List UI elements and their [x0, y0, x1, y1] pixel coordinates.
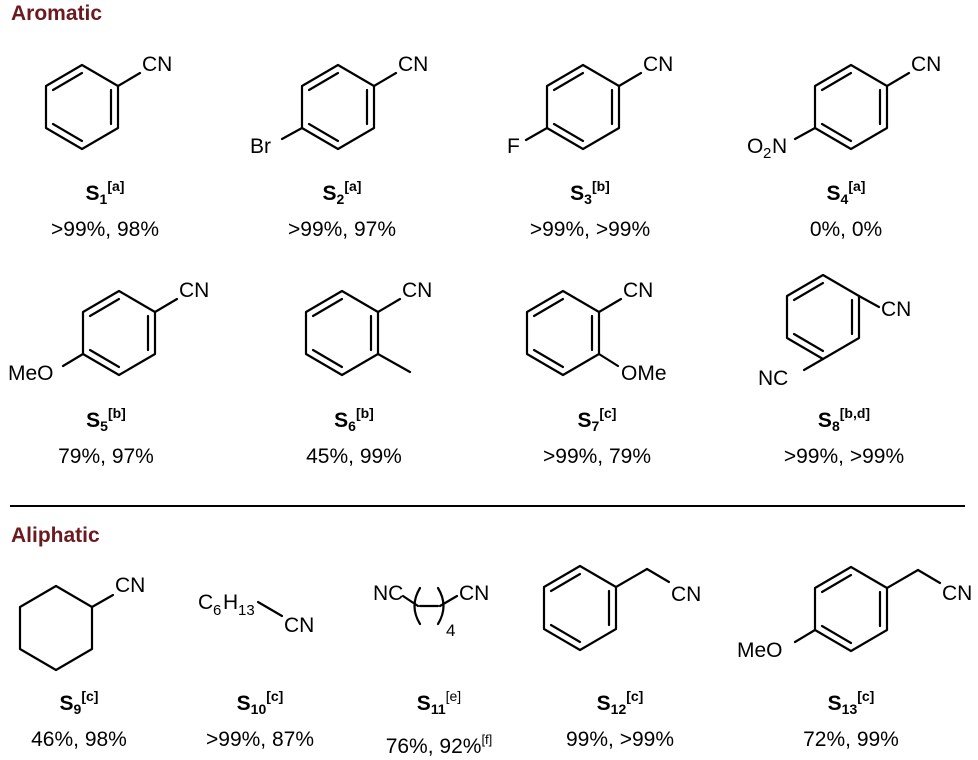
atom-label: F	[507, 135, 520, 158]
compound-caption-s11: S11[e] 76%, 92%[f]	[339, 684, 539, 760]
compound-caption-s1: S1[a] >99%, 98%	[5, 174, 205, 243]
structure-s7: CN OMe	[525, 279, 667, 385]
compound-label: S11[e]	[416, 688, 462, 717]
compound-caption-s12: S12[c] 99%, >99%	[520, 684, 720, 753]
compound-caption-s9: S9[c] 46%, 98%	[0, 684, 179, 753]
structure-s1: CN	[44, 53, 172, 151]
section-divider	[10, 505, 965, 507]
compound-result: >99%, 97%	[288, 218, 396, 241]
compound-caption-s3: S3[b] >99%, >99%	[490, 174, 690, 243]
structure-s8: CN NC	[758, 273, 911, 390]
compound-caption-s5: S5[b] 79%, 97%	[6, 401, 206, 470]
compound-label: S2[a]	[322, 178, 362, 207]
atom-label: MeO	[8, 362, 54, 385]
compound-label: S3[b]	[570, 178, 610, 207]
atom-label: CN	[911, 53, 941, 76]
atom-label: CN	[459, 582, 489, 605]
atom-label: Br	[250, 135, 271, 158]
compound-label: S5[b]	[86, 405, 126, 434]
atom-subscript: 4	[446, 621, 455, 640]
atom-label: NC	[373, 582, 403, 605]
atom-label: CN	[402, 279, 432, 302]
atom-label: CN	[623, 279, 653, 302]
compound-label: S7[c]	[577, 405, 617, 434]
compound-result: >99%, 98%	[51, 218, 159, 241]
structure-s4: CN O 2 N	[747, 53, 941, 162]
atom-label: MeO	[737, 639, 783, 662]
structure-s6: CN	[304, 279, 432, 377]
atom-label: OMe	[621, 362, 667, 385]
atom-label: CN	[398, 53, 428, 76]
atom-label: O	[747, 135, 763, 158]
compound-result: 79%, 97%	[58, 445, 154, 468]
compound-result: >99%, 87%	[206, 728, 314, 751]
atom-label: CN	[881, 298, 911, 321]
atom-label: CN	[179, 279, 209, 302]
compound-caption-s4: S4[a] 0%, 0%	[746, 174, 946, 243]
compound-result: 45%, 99%	[306, 445, 402, 468]
structure-s3: CN F	[507, 53, 673, 158]
structure-s12: CN	[542, 564, 701, 652]
atom-label: CN	[142, 53, 172, 76]
atom-label: CN	[643, 53, 673, 76]
section-title-aromatic: Aromatic	[11, 2, 103, 25]
section-title-aliphatic: Aliphatic	[11, 524, 100, 547]
atom-label: CN	[115, 574, 145, 597]
compound-caption-s7: S7[c] >99%, 79%	[497, 401, 697, 470]
compound-label: S1[a]	[85, 178, 125, 207]
compound-result: 0%, 0%	[809, 218, 883, 241]
atom-label: NC	[758, 367, 788, 390]
structure-s9: CN	[18, 574, 145, 672]
compound-label: S12[c]	[596, 688, 644, 717]
compound-result: 99%, >99%	[566, 728, 674, 751]
structure-s11: NC CN 4	[373, 582, 489, 640]
compound-result: >99%, >99%	[783, 445, 905, 468]
atom-label: H	[223, 591, 238, 614]
atom-subscript: 6	[213, 602, 221, 619]
atom-label: CN	[671, 583, 701, 606]
compound-label: S8[b,d]	[817, 405, 871, 434]
compound-caption-s10: S10[c] >99%, 87%	[160, 684, 360, 753]
structure-s13: CN MeO	[737, 565, 972, 662]
compound-caption-s8: S8[b,d] >99%, >99%	[744, 401, 944, 470]
compound-caption-s13: S13[c] 72%, 99%	[751, 684, 951, 753]
compound-caption-s6: S6[b] 45%, 99%	[254, 401, 454, 470]
structure-s2: CN Br	[250, 53, 428, 158]
compound-result: >99%, >99%	[529, 218, 651, 241]
atom-subscript: 2	[763, 145, 771, 162]
compound-label: S10[c]	[236, 688, 284, 717]
compound-label: S6[b]	[334, 405, 374, 434]
compound-label: S9[c]	[59, 688, 99, 717]
structure-s10: C 6 H 13 CN	[198, 591, 314, 637]
compound-result: 76%, 92%[f]	[385, 732, 493, 758]
compound-result: 46%, 98%	[31, 728, 127, 751]
atom-label: CN	[942, 582, 972, 605]
atom-label: N	[772, 135, 787, 158]
compound-result: 72%, 99%	[803, 728, 899, 751]
compound-result: >99%, 79%	[543, 445, 651, 468]
atom-subscript: 13	[238, 602, 255, 619]
compound-label: S13[c]	[827, 688, 875, 717]
compound-caption-s2: S2[a] >99%, 97%	[242, 174, 442, 243]
atom-label: C	[198, 591, 213, 614]
compound-label: S4[a]	[826, 178, 866, 207]
atom-label: CN	[284, 614, 314, 637]
structure-s5: CN MeO	[8, 279, 209, 385]
